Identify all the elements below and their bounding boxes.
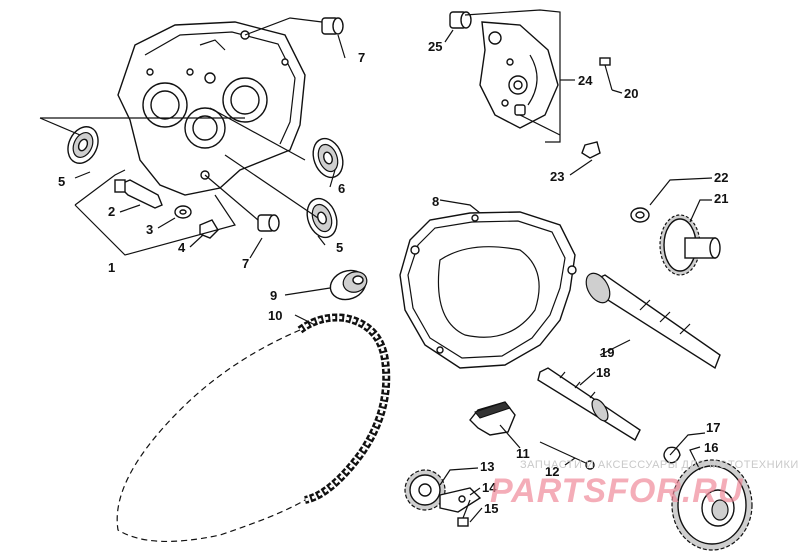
bracket-plate	[479, 21, 559, 129]
callout-23: 23	[550, 169, 564, 184]
gear-16	[671, 459, 753, 551]
callout-8: 8	[432, 194, 439, 209]
callout-7-top: 7	[358, 50, 365, 65]
chain	[116, 313, 391, 543]
bushing-bottom	[257, 214, 280, 232]
callout-10: 10	[268, 308, 282, 323]
gear-21	[659, 214, 721, 276]
bushing-top	[321, 17, 344, 35]
callout-24: 24	[578, 73, 593, 88]
crankcase-cover	[117, 21, 306, 196]
bearing-6	[312, 137, 344, 179]
screw-15	[457, 499, 471, 527]
callout-14: 14	[482, 480, 497, 495]
watermark-tagline: ЗАПЧАСТИ И АКСЕССУАРЫ ДЛЯ МОТОТЕХНИКИ	[520, 459, 799, 471]
callout-2: 2	[108, 204, 115, 219]
gasket	[399, 211, 577, 369]
callout-19: 19	[600, 345, 614, 360]
callout-17: 17	[706, 420, 720, 435]
shaft-19	[585, 272, 721, 370]
callout-7-bottom: 7	[242, 256, 249, 271]
callout-20: 20	[624, 86, 638, 101]
callout-9: 9	[270, 288, 277, 303]
callout-12: 12	[545, 464, 559, 479]
callout-22: 22	[714, 170, 728, 185]
watermark-brand: PARTSFOR.RU	[490, 472, 744, 510]
stud-bolt	[114, 179, 163, 209]
callout-15: 15	[484, 501, 498, 516]
callout-16: 16	[704, 440, 718, 455]
pin-12	[539, 441, 595, 470]
bearing-5-right	[306, 197, 338, 239]
callout-4: 4	[178, 240, 186, 255]
callout-5-right: 5	[336, 240, 343, 255]
callout-labels: 1 2 3 4 5 5 6 7 7 8 9 10 11 12 13 14 15 …	[58, 39, 728, 516]
plate-14	[439, 487, 482, 513]
bearing-left	[67, 126, 99, 164]
callout-18: 18	[596, 365, 610, 380]
callout-1: 1	[108, 260, 115, 275]
tensioner-11	[469, 401, 516, 436]
callout-25: 25	[428, 39, 442, 54]
callout-5-left: 5	[58, 174, 65, 189]
nut-23	[581, 141, 601, 159]
callout-3: 3	[146, 222, 153, 237]
callout-6: 6	[338, 181, 345, 196]
screw-20	[599, 57, 613, 91]
sprocket-13	[404, 469, 446, 511]
watermark: ЗАПЧАСТИ И АКСЕССУАРЫ ДЛЯ МОТОТЕХНИКИ PA…	[490, 459, 799, 510]
callout-21: 21	[714, 191, 728, 206]
bearing-9	[329, 269, 368, 301]
shaft-18	[537, 367, 641, 441]
callout-11: 11	[516, 446, 530, 461]
bushing-25	[449, 11, 472, 29]
callout-13: 13	[480, 459, 494, 474]
